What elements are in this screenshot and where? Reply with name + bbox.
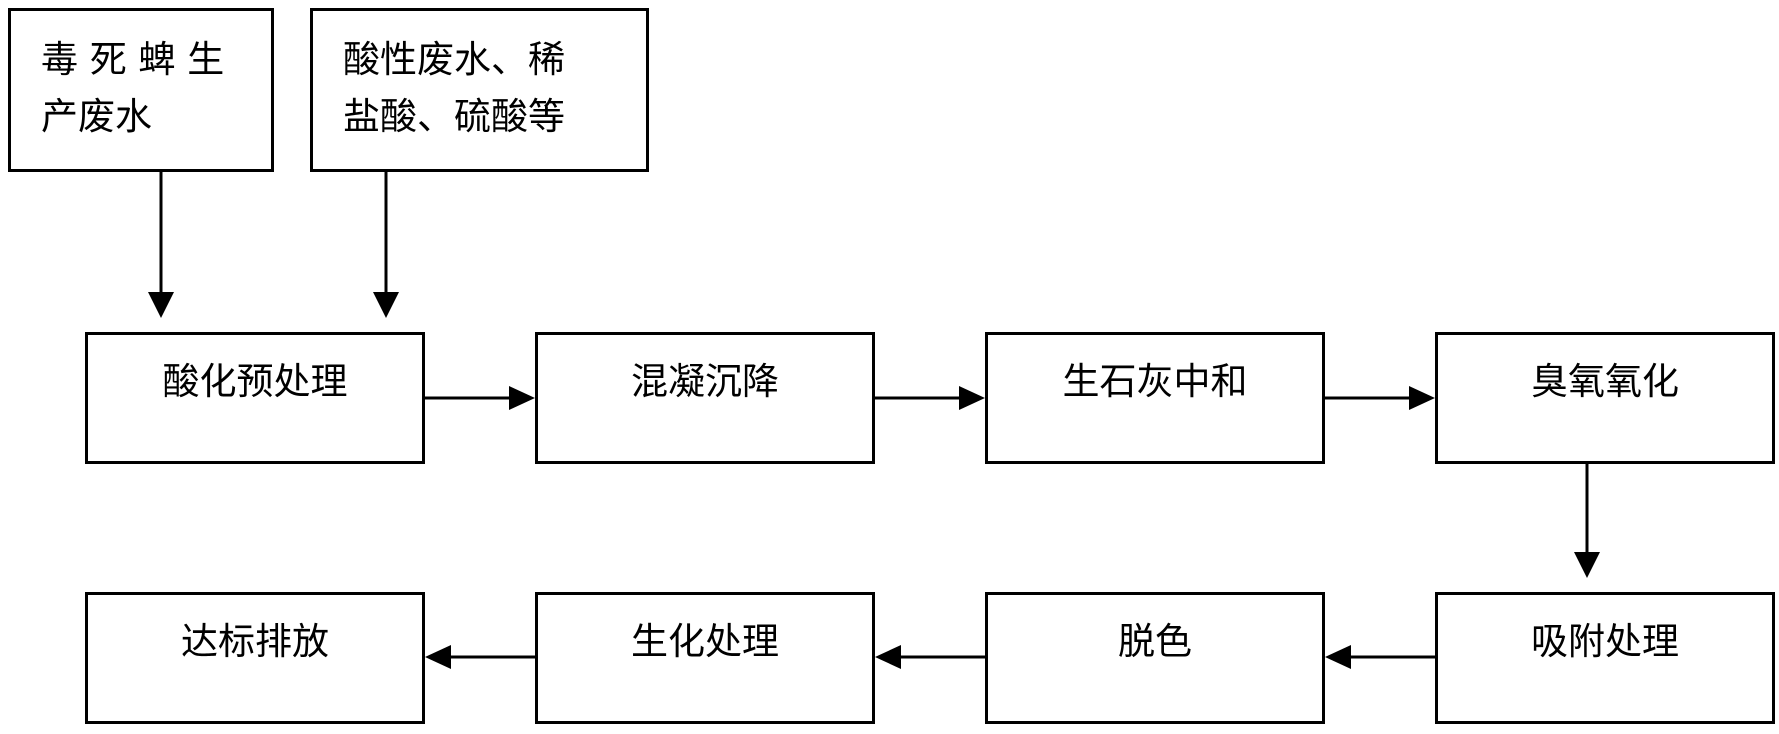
input-box-pesticide-wastewater: 毒 死 蜱 生 产废水 xyxy=(8,8,274,172)
arrowhead xyxy=(1325,645,1351,669)
input-label-line2: 盐酸、硫酸等 xyxy=(343,95,565,139)
step-label: 臭氧氧化 xyxy=(1531,360,1679,403)
input-box-acid-wastewater: 酸性废水、稀 盐酸、硫酸等 xyxy=(310,8,649,172)
arrowhead xyxy=(959,386,985,410)
step-label: 吸附处理 xyxy=(1531,620,1679,663)
step-discharge-to-standard: 达标排放 xyxy=(85,592,425,724)
step-label: 混凝沉降 xyxy=(631,360,779,403)
arrowhead xyxy=(875,645,901,669)
arrowhead xyxy=(1574,552,1600,578)
input-label-line2: 产废水 xyxy=(41,95,152,139)
arrowhead xyxy=(425,645,451,669)
step-label: 生化处理 xyxy=(631,620,779,663)
arrowhead xyxy=(148,292,174,318)
arrowhead xyxy=(509,386,535,410)
step-coagulation-sedimentation: 混凝沉降 xyxy=(535,332,875,464)
step-label: 达标排放 xyxy=(181,620,329,663)
input-label-line1: 毒 死 蜱 生 xyxy=(41,38,225,81)
step-adsorption-treatment: 吸附处理 xyxy=(1435,592,1775,724)
arrowhead xyxy=(1409,386,1435,410)
input-label-line1: 酸性废水、稀 xyxy=(343,38,565,81)
step-ozone-oxidation: 臭氧氧化 xyxy=(1435,332,1775,464)
step-label: 生石灰中和 xyxy=(1062,360,1248,403)
step-acidification-pretreatment: 酸化预处理 xyxy=(85,332,425,464)
step-biochemical-treatment: 生化处理 xyxy=(535,592,875,724)
step-quicklime-neutralization: 生石灰中和 xyxy=(985,332,1325,464)
arrowhead xyxy=(373,292,399,318)
step-decolorization: 脱色 xyxy=(985,592,1325,724)
step-label: 酸化预处理 xyxy=(162,360,348,403)
step-label: 脱色 xyxy=(1118,620,1192,663)
